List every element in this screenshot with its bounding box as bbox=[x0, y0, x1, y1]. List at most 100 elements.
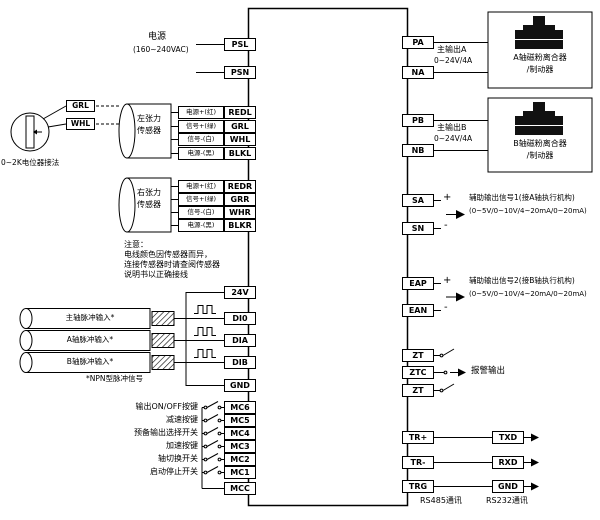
clutch-b-icon bbox=[515, 102, 563, 135]
terminal-zt1: ZT bbox=[402, 349, 434, 362]
wire-label-red-right: 电源+(红) bbox=[178, 180, 224, 193]
terminal-mc1: MC1 bbox=[224, 466, 256, 479]
main-output-b-rating: 0~24V/4A bbox=[434, 134, 473, 143]
pulse-wave-icon bbox=[194, 327, 216, 336]
wire-label-green-left: 信号+(绿) bbox=[178, 120, 224, 133]
right-sensor-icon bbox=[118, 177, 178, 233]
aux1-plus-sign: + bbox=[443, 192, 452, 203]
pot-tap-grl: GRL bbox=[66, 100, 95, 112]
terminal-sa: SA bbox=[402, 194, 434, 207]
clutch-b-label-2: /制动器 bbox=[526, 151, 554, 160]
terminal-mcc: MCC bbox=[224, 482, 256, 495]
rs485-label: RS485通讯 bbox=[420, 496, 462, 505]
terminal-rxd: RXD bbox=[492, 456, 524, 469]
aux1-minus-sign: - bbox=[444, 220, 448, 231]
wire-label-black-right: 电源-(黑) bbox=[178, 219, 224, 232]
alarm-output-label: 报警输出 bbox=[471, 366, 506, 376]
left-sensor-icon bbox=[118, 103, 178, 159]
switch-label-decelerate: 减速按键 bbox=[166, 415, 198, 424]
terminal-eap: EAP bbox=[402, 277, 434, 290]
terminal-tr-plus: TR+ bbox=[402, 431, 434, 444]
wire-label-black-left: 电源-(黑) bbox=[178, 147, 224, 160]
note-line-4: 说明书以正确接线 bbox=[124, 270, 188, 279]
terminal-di0: DI0 bbox=[224, 312, 256, 325]
power-range-label: (160~240VAC) bbox=[133, 45, 189, 54]
pot-caption: 0~2K电位器接法 bbox=[1, 158, 60, 167]
pulse-wave-icon bbox=[194, 349, 216, 358]
aux1-label: 辅助输出信号1(接A轴执行机构) bbox=[469, 193, 575, 202]
note-line-3: 连接传感器时请查阅传感器 bbox=[124, 260, 220, 269]
aux2-minus-sign: - bbox=[444, 302, 448, 313]
terminal-grl: GRL bbox=[224, 120, 256, 133]
switch-label-output-onoff: 输出ON/OFF按键 bbox=[135, 402, 198, 411]
clutch-a-label-1: A轴磁粉离合器 bbox=[513, 53, 567, 62]
terminal-mc6: MC6 bbox=[224, 401, 256, 414]
aux2-arrow-icon bbox=[434, 283, 465, 311]
terminal-blkl: BLKL bbox=[224, 147, 256, 160]
clutch-a-box bbox=[487, 11, 593, 89]
alarm-contact-icons bbox=[434, 348, 466, 393]
note-line-1: 注意： bbox=[124, 240, 148, 249]
terminal-blkr: BLKR bbox=[224, 219, 256, 232]
terminal-24v: 24V bbox=[224, 286, 256, 299]
rs232-label: RS232通讯 bbox=[486, 496, 528, 505]
main-output-a-rating: 0~24V/4A bbox=[434, 56, 473, 65]
terminal-whl: WHL bbox=[224, 133, 256, 146]
terminal-mc5: MC5 bbox=[224, 414, 256, 427]
aux2-label: 辅助输出信号2(接B轴执行机构) bbox=[469, 276, 575, 285]
terminal-ztc: ZTC bbox=[402, 366, 434, 379]
aux2-plus-sign: + bbox=[443, 275, 452, 286]
switch-label-axis-switch: 轴切换开关 bbox=[158, 454, 198, 463]
terminal-sn: SN bbox=[402, 222, 434, 235]
terminal-txd: TXD bbox=[492, 431, 524, 444]
switch-label-accelerate: 加速按键 bbox=[166, 441, 198, 450]
aux2-range: (0~5V/0~10V/4~20mA/0~20mA) bbox=[469, 290, 587, 298]
clutch-b-label-1: B轴磁粉离合器 bbox=[513, 139, 567, 148]
terminal-redr: REDR bbox=[224, 180, 256, 193]
clutch-a-label-2: /制动器 bbox=[526, 65, 554, 74]
clutch-a-icon bbox=[515, 16, 563, 49]
terminal-na: NA bbox=[402, 66, 434, 79]
right-sensor-name-1: 右张力 bbox=[137, 188, 161, 197]
connector-hatch-icon bbox=[151, 311, 175, 326]
controller-body bbox=[247, 7, 409, 507]
terminal-zt2: ZT bbox=[402, 384, 434, 397]
pulse-wave-icon bbox=[194, 305, 216, 314]
terminal-dib: DIB bbox=[224, 356, 256, 369]
wire-label-white-left: 信号-(白) bbox=[178, 133, 224, 146]
power-label: 电源 bbox=[148, 32, 167, 42]
main-output-b-label: 主输出B bbox=[437, 123, 467, 132]
main-output-a-label: 主输出A bbox=[437, 45, 467, 54]
left-sensor-name-2: 传感器 bbox=[137, 126, 161, 135]
wire-label-green-right: 信号+(绿) bbox=[178, 193, 224, 206]
right-sensor-name-2: 传感器 bbox=[137, 200, 161, 209]
terminal-whr: WHR bbox=[224, 206, 256, 219]
terminal-redl: REDL bbox=[224, 106, 256, 119]
terminal-mc3: MC3 bbox=[224, 440, 256, 453]
switch-label-start-stop: 启动停止开关 bbox=[150, 467, 198, 476]
terminal-pa: PA bbox=[402, 36, 434, 49]
terminal-pb: PB bbox=[402, 114, 434, 127]
potentiometer-icon bbox=[10, 105, 121, 152]
terminal-ean: EAN bbox=[402, 304, 434, 317]
terminal-mc2: MC2 bbox=[224, 453, 256, 466]
switch-icons bbox=[201, 401, 224, 489]
terminal-nb: NB bbox=[402, 144, 434, 157]
pulse-input-b-label: B轴脉冲输入* bbox=[66, 357, 114, 366]
switch-label-preset-output: 预备输出选择开关 bbox=[134, 428, 198, 437]
wire-label-red-left: 电源+(红) bbox=[178, 106, 224, 119]
note-line-2: 电线颜色因传感器而异， bbox=[124, 250, 212, 259]
wire-label-white-right: 信号-(白) bbox=[178, 206, 224, 219]
power-rail bbox=[185, 292, 224, 386]
connector-hatch-icon bbox=[151, 333, 175, 348]
aux1-range: (0~5V/0~10V/4~20mA/0~20mA) bbox=[469, 207, 587, 215]
aux1-arrow-icon bbox=[434, 200, 465, 229]
clutch-b-box bbox=[487, 97, 593, 173]
npn-note: *NPN型脉冲信号 bbox=[86, 374, 143, 383]
terminal-dia: DIA bbox=[224, 334, 256, 347]
terminal-psl: PSL bbox=[224, 38, 256, 51]
terminal-tr-minus: TR- bbox=[402, 456, 434, 469]
pulse-input-a-label: A轴脉冲输入* bbox=[66, 335, 114, 344]
